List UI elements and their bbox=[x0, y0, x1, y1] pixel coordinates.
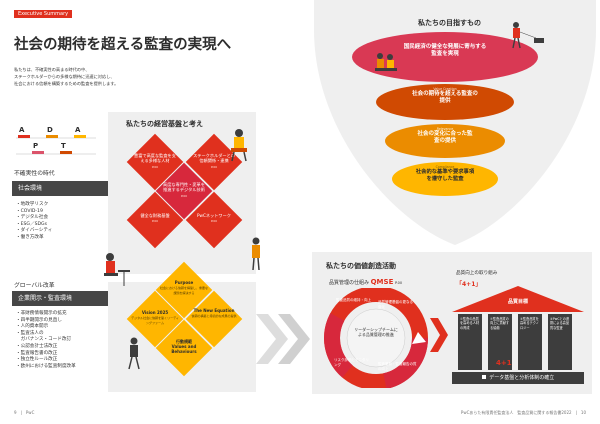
adapt-letter: T bbox=[61, 142, 66, 150]
four-plus-one: 4+1 bbox=[496, 359, 512, 367]
list-item: ・公認会計士法改正 bbox=[16, 343, 58, 349]
page-title: 社会の期待を超える監査の実現へ bbox=[14, 37, 232, 53]
pillar-3: ③監査品質を高めるテクノロジー bbox=[518, 314, 542, 370]
intro-line: 私たちは、不確実性の高まる時代の中、 bbox=[14, 67, 90, 72]
pillar-2: ②監査品質の向上に貢献する協働 bbox=[488, 314, 512, 370]
roof-label: 品質目標 bbox=[507, 299, 528, 305]
qmse-label: 品質管理の仕組み QMSE P.00 bbox=[329, 278, 403, 286]
house-sub-label: 「4+1」 bbox=[456, 281, 482, 288]
aims-title: 私たちの目指すもの bbox=[418, 19, 481, 27]
footer-left: 9 | PwC bbox=[14, 410, 35, 415]
environment-list: ・地政学リスク ・COVID-19 ・デジタル社会 ・ESG／SDGs ・ダイバ… bbox=[16, 202, 52, 242]
house-roof bbox=[452, 286, 584, 312]
section-tag: Executive Summary bbox=[14, 10, 73, 18]
adapt-letter: D bbox=[47, 126, 53, 134]
list-item: ガバナンス・コード改訂 bbox=[16, 337, 72, 343]
chart-icon bbox=[481, 375, 486, 379]
ring-label: 品質管理基盤の更なる強化 bbox=[378, 300, 413, 309]
disclosure-bar: 企業開示・監査環境 bbox=[12, 291, 126, 306]
cycle-center-text: リーダーシップチームによる品質管理の推進 bbox=[354, 327, 398, 338]
standing-person-illustration bbox=[252, 237, 260, 271]
pillar-1: ①監査の品質を高める人材の育成 bbox=[458, 314, 482, 370]
desk-worker-illustration bbox=[104, 253, 130, 286]
foundation-bar: データ基盤と分析体制の確立 bbox=[452, 372, 584, 384]
list-item: ・ダイバーシティ bbox=[16, 228, 53, 234]
disclosure-list: ・非財務情報開示の拡充 ・四半期開示の見直し ・人的資本開示 ・監査法人の ガバ… bbox=[16, 311, 76, 370]
list-item: ・人的資本開示 bbox=[16, 324, 49, 330]
ring-label: リスク評価とモニタリング bbox=[334, 358, 369, 367]
walking-person-illustration bbox=[128, 337, 140, 370]
connector-arrow bbox=[430, 318, 448, 352]
flow-arrow bbox=[256, 314, 310, 364]
list-item: ・デジタル社会 bbox=[16, 215, 49, 221]
foundation-label: データ基盤と分析体制の確立 bbox=[489, 375, 555, 381]
list-item: ・働き方改革 bbox=[16, 234, 44, 240]
adapt-letter: A bbox=[19, 126, 25, 134]
list-item: ・監査法人の bbox=[16, 330, 44, 336]
family-illustration bbox=[375, 53, 397, 71]
aim-tier-1: 国民経済の健全な発展に寄与する監査を実現 bbox=[352, 32, 538, 82]
intro-line: 社会における信頼を構築するための監査を提供します。 bbox=[14, 81, 119, 86]
adapt-graphic: A D A P T bbox=[16, 126, 98, 162]
list-item: ・監査報告書の改正 bbox=[16, 350, 58, 356]
dog-walker-illustration bbox=[512, 22, 544, 49]
intro-line: ステークホルダーからの多様な期待に迅速に対応し、 bbox=[14, 74, 115, 79]
pillar-4: ④PwCとの連携による高品質な監査 bbox=[548, 314, 572, 370]
adapt-letter: P bbox=[33, 142, 39, 150]
list-item: ・ESG／SDGs bbox=[16, 221, 47, 227]
ring-label: 監査業務・監査報告の質の向上 bbox=[378, 362, 417, 371]
intro-text: 私たちは、不確実性の高まる時代の中、 ステークホルダーからの多様な期待に迅速に対… bbox=[14, 66, 164, 87]
aim-tier-3: Relevance 社会の変化に合った監査の提供 bbox=[385, 124, 505, 158]
adapt-letter: A bbox=[75, 126, 81, 134]
value-creation-title: 私たちの価値創造活動 bbox=[326, 262, 396, 270]
global-reform-label: グローバル改革 bbox=[14, 283, 55, 289]
footer-right: PwCあらた有限責任監査法人 監査品質に関する報告書2022 | 10 bbox=[460, 410, 586, 415]
management-title: 私たちの経営基盤と考え bbox=[126, 120, 203, 128]
adapt-lines bbox=[16, 135, 96, 155]
ring-label: 監査品質の維持・向上 bbox=[336, 298, 371, 302]
aim-tier-2: Value Creation 社会の期待を超える監査の提供 bbox=[376, 84, 514, 120]
list-item: ・非財務情報開示の拡充 bbox=[16, 311, 67, 316]
uncertainty-label: 不確実性の時代 bbox=[14, 171, 55, 177]
list-item: ・四半期開示の見直し bbox=[16, 317, 62, 323]
qmse-cycle-diagram bbox=[324, 288, 428, 388]
list-item: ・独立性ルール改正 bbox=[16, 357, 58, 363]
sitting-person-illustration bbox=[231, 129, 247, 162]
list-item: ・COVID-19 bbox=[16, 208, 43, 214]
aim-tier-4: Compliance 社会的な基準や要求事項を遵守した監査 bbox=[392, 162, 498, 196]
environment-bar: 社会環境 bbox=[12, 181, 126, 196]
list-item: ・地政学リスク bbox=[16, 202, 49, 207]
house-label: 品質向上の取り組み bbox=[456, 271, 498, 276]
list-item: ・欧州における監査制度改革 bbox=[16, 363, 76, 369]
